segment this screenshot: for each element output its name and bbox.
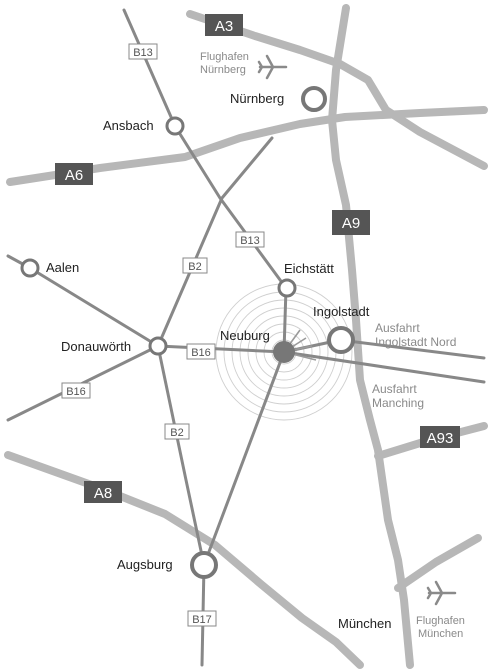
motorway-badge-a9: A9 <box>332 210 370 235</box>
road-badge-b16-east: B16 <box>186 343 216 360</box>
b2-road <box>156 136 274 667</box>
neuburg-augsburg-road <box>202 350 286 567</box>
city-label-muenchen: München <box>338 616 391 631</box>
airplane-icon <box>426 580 457 606</box>
motorway-label-a93: A93 <box>427 430 454 447</box>
a8-motorway <box>4 451 364 669</box>
airport-label-nuernberg-line2: Nürnberg <box>200 64 246 76</box>
nuernberg-marker[interactable] <box>301 86 327 112</box>
exit-label-manching-line2: Manching <box>372 396 424 410</box>
road-label-b13-south: B13 <box>240 235 260 247</box>
city-label-nuernberg: Nürnberg <box>230 91 284 106</box>
motorway-label-a9: A9 <box>342 215 360 232</box>
motorway-badge-a3: A3 <box>205 14 243 36</box>
road-badge-b13-south: B13 <box>235 231 265 248</box>
motorway-label-a8: A8 <box>94 485 112 502</box>
airport-label-muenchen-line1: Flughafen <box>416 615 465 627</box>
a3-motorway <box>186 10 488 170</box>
a6-motorway <box>6 106 488 186</box>
neuburg-marker[interactable] <box>273 341 295 363</box>
motorway-label-a3: A3 <box>215 18 233 35</box>
road-label-b2-south: B2 <box>170 427 183 439</box>
city-label-augsburg: Augsburg <box>117 557 173 572</box>
exit-label-manching-line1: Ausfahrt <box>372 382 417 396</box>
road-badge-b16-west: B16 <box>61 382 91 399</box>
a9-motorway <box>328 4 414 669</box>
city-label-eichstaett: Eichstätt <box>284 261 334 276</box>
city-label-ingolstadt: Ingolstadt <box>313 304 370 319</box>
eichstaett-marker[interactable] <box>277 278 297 298</box>
airplane-icon <box>257 54 288 80</box>
road-label-b16-west: B16 <box>66 386 86 398</box>
motorway-label-a6: A6 <box>65 167 83 184</box>
manching-connector <box>282 350 486 384</box>
exit-label-ingolstadt-nord-line2: Ingolstadt Nord <box>375 335 456 349</box>
ansbach-marker[interactable] <box>165 116 185 136</box>
airport-label-muenchen-line2: München <box>418 628 463 640</box>
ingolstadt-nord-connector <box>338 338 486 360</box>
airport-label-nuernberg-line1: Flughafen <box>200 51 249 63</box>
city-label-donauwoerth: Donauwörth <box>61 339 131 354</box>
motorway-badge-a8: A8 <box>84 481 122 503</box>
road-label-b17: B17 <box>192 614 212 626</box>
motorway-badge-a93: A93 <box>420 426 460 448</box>
road-badge-b2-south: B2 <box>164 423 190 440</box>
city-label-neuburg: Neuburg <box>220 328 270 343</box>
ingolstadt-marker[interactable] <box>327 326 355 354</box>
road-badge-b2-north: B2 <box>182 257 208 274</box>
augsburg-marker[interactable] <box>190 551 218 579</box>
donauwoerth-marker[interactable] <box>148 336 168 356</box>
aalen-marker[interactable] <box>20 258 40 278</box>
city-markers <box>20 86 355 579</box>
road-label-b13-north: B13 <box>133 47 153 59</box>
road-label-b2-north: B2 <box>188 261 201 273</box>
city-label-ansbach: Ansbach <box>103 118 154 133</box>
a92-connector <box>394 534 482 592</box>
road-badge-b17: B17 <box>187 610 217 627</box>
city-label-aalen: Aalen <box>46 260 79 275</box>
road-label-b16-east: B16 <box>191 347 211 359</box>
exit-label-ingolstadt-nord-line1: Ausfahrt <box>375 321 420 335</box>
road-badge-b13-north: B13 <box>128 43 158 60</box>
motorway-badge-a6: A6 <box>55 163 93 185</box>
